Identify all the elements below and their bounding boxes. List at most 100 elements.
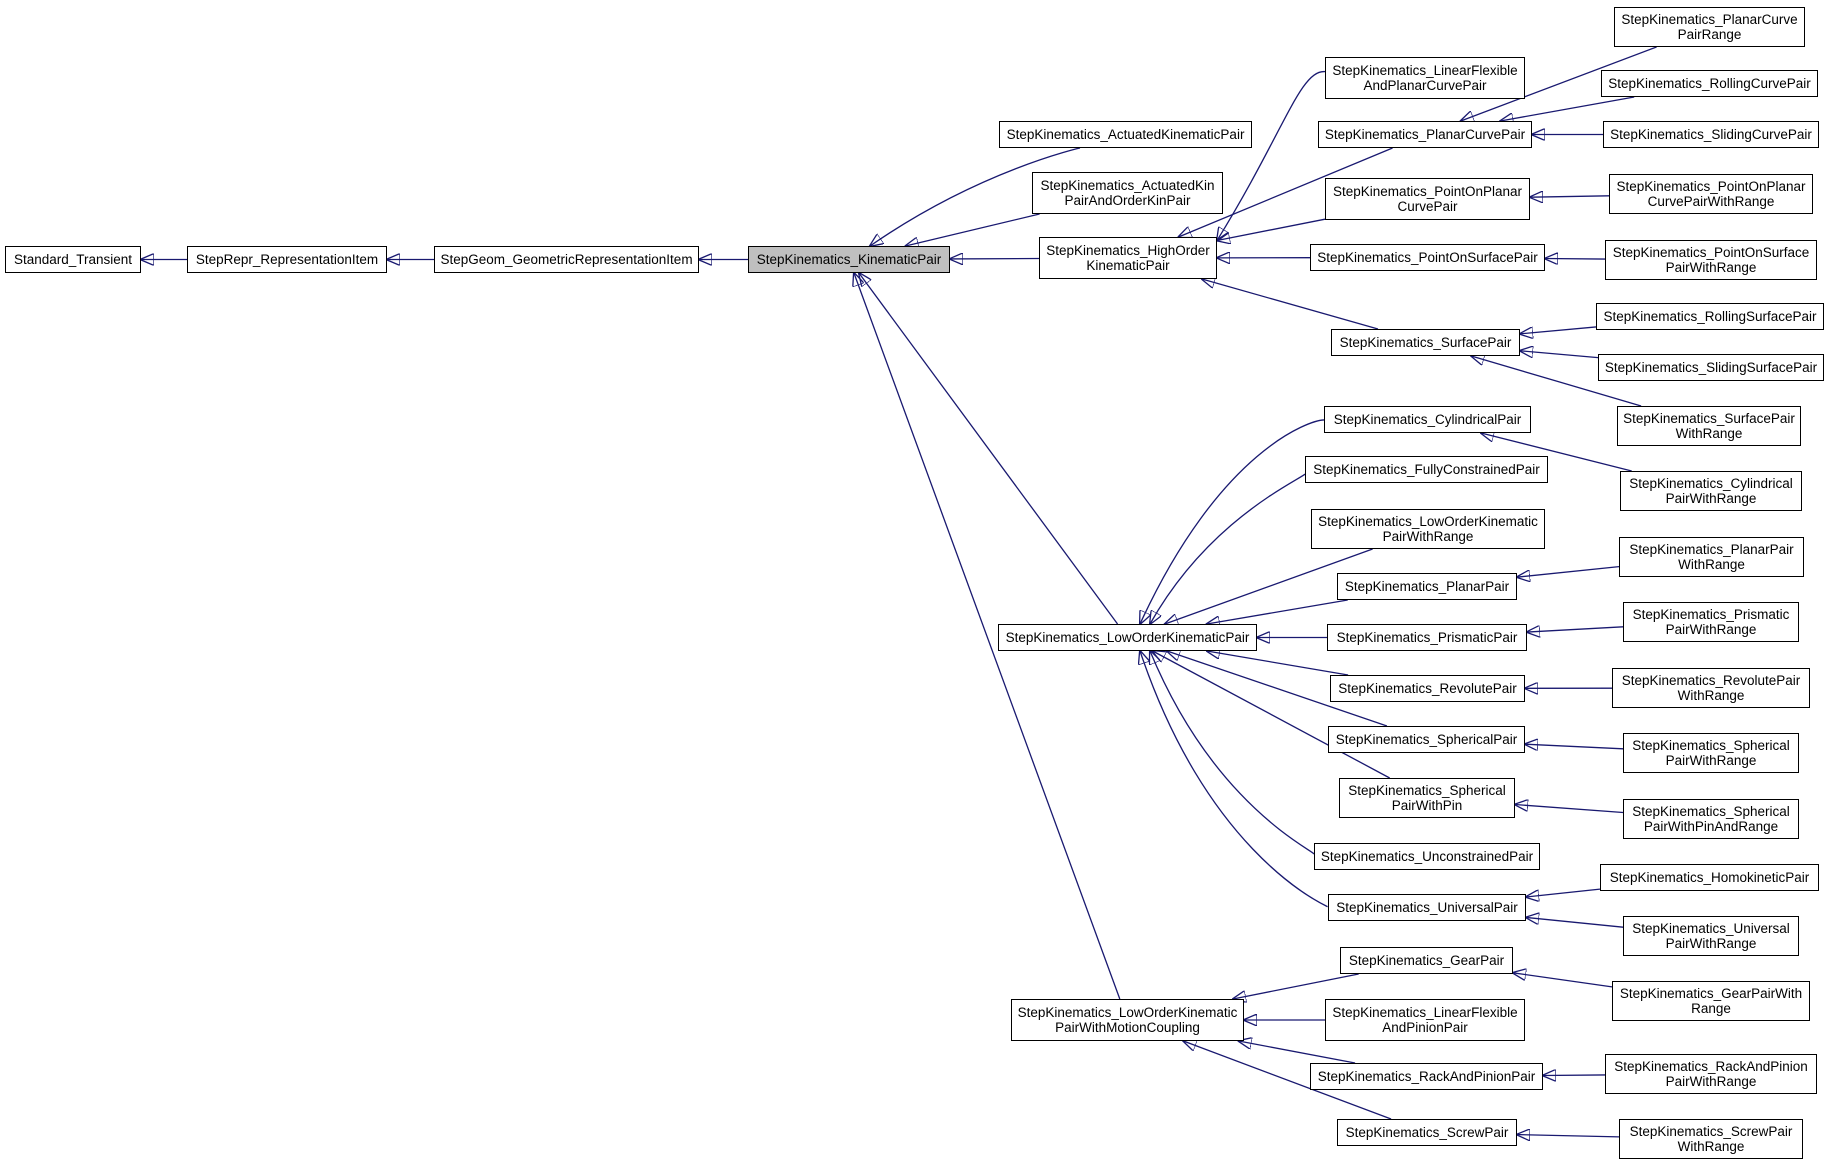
edge-rolling_surface-to-surface_pair xyxy=(1520,326,1597,334)
class-node-label: StepKinematics_GearPair xyxy=(1348,953,1505,968)
edge-linear_flex_planar-to-high_order xyxy=(1217,70,1326,241)
class-node-label: StepKinematics_UnconstrainedPair xyxy=(1320,849,1534,864)
class-node-low-order[interactable]: StepKinematics_LowOrderKinematicPair xyxy=(998,624,1257,651)
edge-spherical_pin_range-to-spherical_pin xyxy=(1515,805,1624,814)
class-node-sliding-surface[interactable]: StepKinematics_SlidingSurfacePair xyxy=(1598,354,1824,381)
class-node-label: PairWithRange xyxy=(1665,936,1757,951)
class-node-label: StepRepr_RepresentationItem xyxy=(195,252,379,267)
class-node-label: StepKinematics_HighOrder xyxy=(1046,243,1210,258)
class-node-label: StepKinematics_PointOnSurfacePair xyxy=(1317,250,1538,265)
class-node-cylindrical[interactable]: StepKinematics_CylindricalPair xyxy=(1324,406,1531,433)
class-node-label: PairAndOrderKinPair xyxy=(1064,193,1191,208)
class-node-geom-item[interactable]: StepGeom_GeometricRepresentationItem xyxy=(434,246,699,273)
class-node-label: AndPinionPair xyxy=(1382,1020,1468,1035)
class-node-label: StepKinematics_LinearFlexible xyxy=(1332,1005,1518,1020)
edge-sliding_surface-to-surface_pair xyxy=(1520,351,1599,359)
class-node-label: StepKinematics_PointOnPlanar xyxy=(1616,179,1806,194)
edge-surface_pair-to-high_order xyxy=(1202,279,1379,330)
edge-gear_range-to-gear xyxy=(1513,973,1613,988)
class-node-label: StepKinematics_RevolutePair xyxy=(1621,673,1801,688)
class-node-label: PairWithPinAndRange xyxy=(1643,819,1779,834)
class-node-rolling-curve[interactable]: StepKinematics_RollingCurvePair xyxy=(1601,70,1818,97)
class-node-prismatic[interactable]: StepKinematics_PrismaticPair xyxy=(1327,624,1527,651)
class-node-label: StepKinematics_PlanarCurve xyxy=(1621,12,1798,27)
class-node-label: PairWithRange xyxy=(1665,753,1757,768)
class-node-label: StepKinematics_RackAndPinion xyxy=(1614,1059,1808,1074)
class-node-label: StepKinematics_RollingCurvePair xyxy=(1608,76,1811,91)
class-node-fully-constrained[interactable]: StepKinematics_FullyConstrainedPair xyxy=(1305,456,1548,483)
class-node-universal[interactable]: StepKinematics_UniversalPair xyxy=(1328,894,1526,921)
class-node-sliding-curve[interactable]: StepKinematics_SlidingCurvePair xyxy=(1603,121,1819,148)
class-node-label: StepKinematics_UniversalPair xyxy=(1336,900,1518,915)
edge-planar-to-low_order xyxy=(1207,599,1348,624)
class-node-point-on-surface[interactable]: StepKinematics_PointOnSurfacePair xyxy=(1310,244,1545,271)
class-node-standard-transient[interactable]: Standard_Transient xyxy=(5,246,141,273)
edge-cylindrical-to-low_order xyxy=(1140,419,1325,624)
class-node-label: Standard_Transient xyxy=(13,252,133,267)
edge-planar_range-to-planar xyxy=(1517,565,1620,578)
class-node-repr-item[interactable]: StepRepr_RepresentationItem xyxy=(187,246,387,273)
class-node-label: StepKinematics_PointOnSurface xyxy=(1612,245,1810,260)
class-node-label: PairWithRange xyxy=(1665,1074,1757,1089)
class-node-gear[interactable]: StepKinematics_GearPair xyxy=(1340,947,1513,974)
edge-point_on_planar-to-high_order xyxy=(1217,218,1326,240)
edge-planar_curve_range-to-planar_curve xyxy=(1461,46,1657,121)
class-node-label: StepKinematics_SphericalPair xyxy=(1335,732,1518,747)
class-node-kinematic-pair: StepKinematics_KinematicPair xyxy=(748,246,950,273)
edge-universal_range-to-universal xyxy=(1526,917,1624,928)
class-node-label: StepKinematics_FullyConstrainedPair xyxy=(1313,462,1540,477)
edge-rolling_curve-to-planar_curve xyxy=(1500,96,1635,121)
edge-universal-to-low_order xyxy=(1140,651,1329,908)
class-node-label: WithRange xyxy=(1678,557,1745,572)
class-node-label: WithRange xyxy=(1675,426,1743,441)
class-node-planar[interactable]: StepKinematics_PlanarPair xyxy=(1337,573,1517,600)
class-node-label: StepGeom_GeometricRepresentationItem xyxy=(440,252,693,267)
edge-gear-to-low_order_motion xyxy=(1233,973,1359,999)
class-node-label: CurvePair xyxy=(1397,199,1458,214)
class-node-screw[interactable]: StepKinematics_ScrewPair xyxy=(1337,1119,1517,1146)
class-node-surface-pair[interactable]: StepKinematics_SurfacePair xyxy=(1331,329,1520,356)
class-node-label: PairWithRange xyxy=(1665,622,1757,637)
edge-screw_range-to-screw xyxy=(1517,1135,1620,1137)
edge-homokinetic-to-universal xyxy=(1526,888,1601,897)
class-node-homokinetic[interactable]: StepKinematics_HomokineticPair xyxy=(1600,864,1819,891)
class-node-label: Range xyxy=(1691,1001,1731,1016)
class-node-label: StepKinematics_LinearFlexible xyxy=(1332,63,1518,78)
class-node-revolute[interactable]: StepKinematics_RevolutePair xyxy=(1330,675,1525,702)
class-node-label: StepKinematics_RackAndPinionPair xyxy=(1317,1069,1536,1084)
edge-screw-to-low_order_motion xyxy=(1183,1041,1392,1120)
class-node-label: StepKinematics_LowOrderKinematic xyxy=(1017,1005,1238,1020)
class-node-label: PairWithRange xyxy=(1382,529,1474,544)
class-node-spherical[interactable]: StepKinematics_SphericalPair xyxy=(1328,726,1525,753)
class-node-rack-pinion[interactable]: StepKinematics_RackAndPinionPair xyxy=(1310,1063,1543,1090)
class-node-label: StepKinematics_Spherical xyxy=(1632,738,1790,753)
class-node-label: StepKinematics_KinematicPair xyxy=(756,252,942,267)
class-node-label: StepKinematics_PlanarCurvePair xyxy=(1324,127,1526,142)
class-node-rolling-surface[interactable]: StepKinematics_RollingSurfacePair xyxy=(1596,303,1824,330)
class-node-planar-curve[interactable]: StepKinematics_PlanarCurvePair xyxy=(1318,121,1532,148)
class-node-unconstrained[interactable]: StepKinematics_UnconstrainedPair xyxy=(1314,843,1540,870)
class-node-actuated-pair[interactable]: StepKinematics_ActuatedKinematicPair xyxy=(999,121,1252,148)
